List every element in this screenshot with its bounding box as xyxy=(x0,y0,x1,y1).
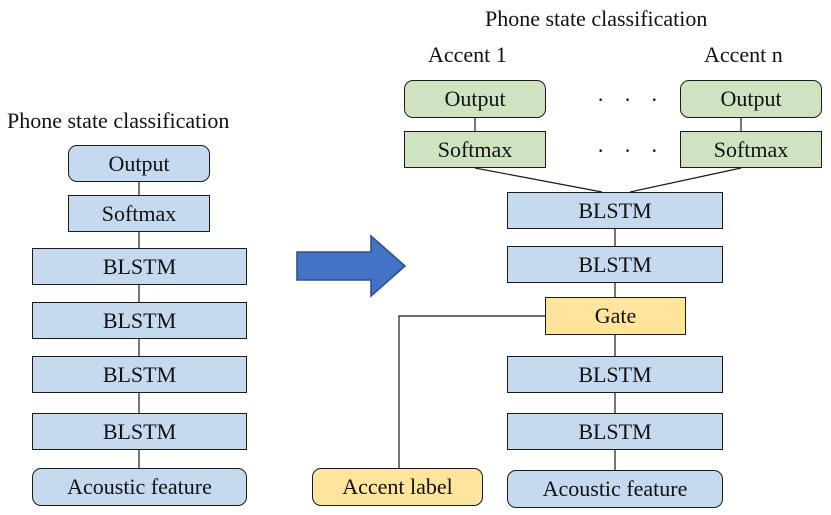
softmax-box-accent-n: Softmax xyxy=(680,131,822,168)
left-blstm-box-1: BLSTM xyxy=(32,248,247,285)
left-blstm-box-2: BLSTM xyxy=(32,302,247,339)
output-box-accent-n: Output xyxy=(680,80,822,118)
right-input-box: Acoustic feature xyxy=(507,470,723,508)
right-blstm-box-2: BLSTM xyxy=(507,246,723,283)
left-blstm-box-3: BLSTM xyxy=(32,356,247,393)
connector-softmax1-blstm xyxy=(474,167,603,193)
right-blstm-box-1: BLSTM xyxy=(507,192,723,229)
accent-1-label: Accent 1 xyxy=(428,42,507,67)
connector-softmaxn-blstm xyxy=(629,167,742,193)
connector-accent-label-gate xyxy=(398,315,545,468)
accent-label-box: Accent label xyxy=(312,468,483,506)
output-box-accent-1: Output xyxy=(404,80,546,118)
right-blstm-box-3: BLSTM xyxy=(507,356,723,393)
softmax-box-accent-1: Softmax xyxy=(404,131,546,168)
ellipsis-outputs: · · · xyxy=(597,87,665,112)
left-title: Phone state classification xyxy=(7,108,230,133)
gate-box: Gate xyxy=(545,297,686,335)
left-softmax-box: Softmax xyxy=(68,195,210,232)
accent-n-label: Accent n xyxy=(704,42,783,67)
left-output-box: Output xyxy=(68,145,210,182)
transform-arrow-icon xyxy=(296,234,407,298)
ellipsis-softmax: · · · xyxy=(597,138,665,163)
left-blstm-box-4: BLSTM xyxy=(32,413,247,450)
right-blstm-box-4: BLSTM xyxy=(507,413,723,450)
left-input-box: Acoustic feature xyxy=(32,468,247,506)
right-title: Phone state classification xyxy=(485,6,708,31)
